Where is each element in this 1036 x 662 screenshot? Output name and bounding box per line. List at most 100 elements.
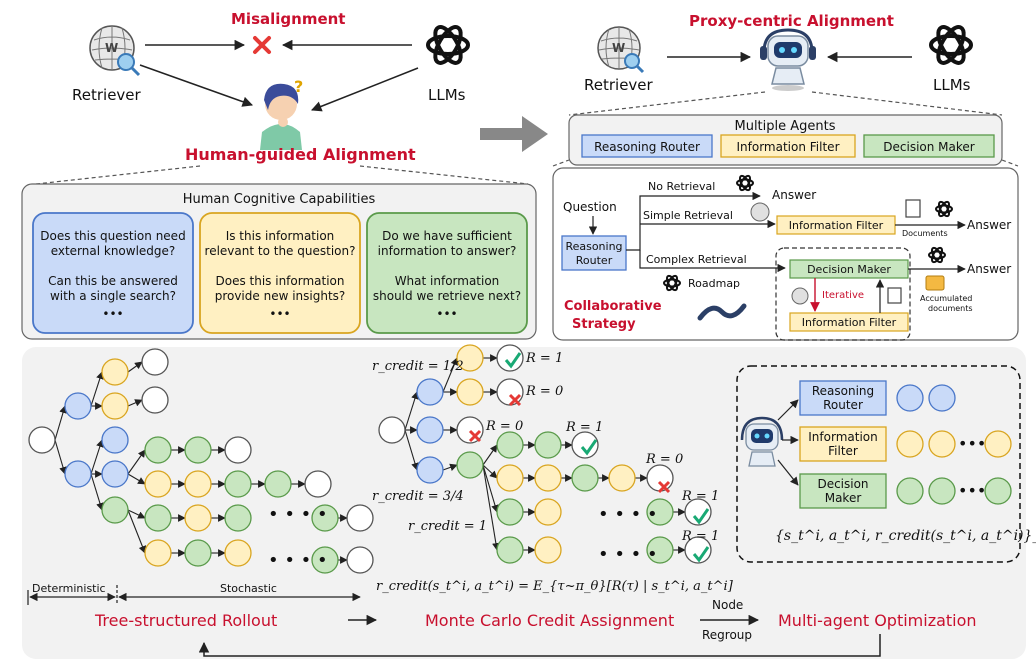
llms-label-2: LLMs: [933, 76, 971, 94]
tree-edge: [127, 509, 146, 519]
mc-nodes: [378, 344, 712, 564]
mc-node: [571, 464, 599, 492]
tree-edge: [482, 464, 498, 479]
tree-node: [311, 504, 339, 532]
tree-edge: [127, 473, 146, 485]
mc-edges: [404, 354, 686, 554]
thinking-person-icon: ?: [260, 77, 303, 150]
opt-filter-1: Information: [808, 430, 877, 444]
tree-edge: [482, 464, 500, 551]
tree-node: [101, 358, 129, 386]
decision-maker-label: Decision Maker: [807, 263, 891, 276]
cap-3-q2-a: What information: [395, 274, 500, 288]
openai-icon-small-2: [935, 200, 953, 218]
opt-circles: [896, 384, 1012, 505]
agent-information-filter: Information Filter: [737, 140, 840, 154]
document-icon-2: [887, 287, 902, 304]
credit-34: r_credit = 3/4: [372, 489, 464, 504]
tree-edge: [482, 464, 499, 513]
svg-text:W: W: [105, 41, 118, 55]
mc-node: [456, 451, 484, 479]
mc-node: [534, 498, 562, 526]
opt-node: [928, 430, 956, 458]
tree-node: [264, 470, 292, 498]
r-label-e: R = 0: [645, 452, 683, 467]
info-filter-2: Information Filter: [802, 316, 897, 329]
tree-ellipsis-2: • • • •: [268, 550, 328, 571]
robot-icon: [760, 28, 816, 91]
robot-icon-2: [740, 416, 784, 467]
credit-1: r_credit = 1: [408, 519, 487, 534]
mc-node: [534, 536, 562, 564]
stochastic-label: Stochastic: [220, 582, 277, 595]
mc-node: [456, 344, 484, 372]
transition-arrow: [480, 116, 548, 152]
tree-node: [224, 470, 252, 498]
check-icon: [692, 508, 710, 525]
mc-ellipsis-2: • • • •: [598, 544, 658, 565]
misalignment-label: Misalignment: [231, 10, 345, 28]
mc-node: [496, 536, 524, 564]
cap-3-q1-b: information to answer?: [378, 244, 517, 258]
tree-node: [184, 539, 212, 567]
tree-node: [304, 470, 332, 498]
globe-icon-small-2: [791, 287, 809, 305]
tree-node: [101, 392, 129, 420]
set-formula: {s_t^i, a_t^i, r_credit(s_t^i, a_t^i)}_{…: [775, 528, 1036, 544]
proxy-section: Proxy-centric Alignment W Retriever: [552, 12, 1019, 167]
opt-node: [984, 430, 1012, 458]
tree-ellipsis-1: • • • •: [268, 504, 328, 525]
accumulated-2: documents: [928, 304, 973, 313]
collaborative-strategy-panel: Question Reasoning Router No Retrieval A…: [552, 167, 1019, 341]
cap-2-q1-a: Is this information: [226, 229, 335, 243]
mc-node: [534, 464, 562, 492]
cross-icon: [253, 36, 271, 54]
answer-2: Answer: [967, 218, 1011, 232]
opt-node: [928, 384, 956, 412]
r-label-f: R = 1: [681, 489, 719, 504]
accumulated-1: Accumulated: [920, 294, 972, 303]
r-label-g: R = 1: [681, 529, 719, 544]
mc-node: [416, 416, 444, 444]
human-caps-title: Human Cognitive Capabilities: [183, 192, 376, 207]
opt-node: [896, 384, 924, 412]
mc-ellipsis-1: • • • •: [598, 504, 658, 525]
question-label: Question: [563, 200, 617, 214]
r-label-b: R = 0: [525, 384, 563, 399]
tree-edge: [404, 429, 419, 471]
svg-text:?: ?: [294, 77, 303, 96]
opt-ellipsis-2: •••: [958, 481, 986, 500]
opt-maker-1: Decision: [817, 477, 868, 491]
check-icon: [504, 352, 522, 369]
cap-1-q1-a: Does this question need: [40, 229, 185, 243]
mc-node: [378, 416, 406, 444]
opt-router-2: Router: [823, 398, 863, 412]
r-label-c: R = 0: [485, 419, 523, 434]
tree-node: [346, 546, 374, 574]
cap-1-q1-b: external knowledge?: [51, 244, 176, 258]
tree-title: Tree-structured Rollout: [94, 611, 277, 630]
feedback-loop: [198, 634, 881, 657]
tree-node: [184, 436, 212, 464]
mc-node: [496, 378, 524, 406]
tree-node: [224, 504, 252, 532]
opt-filter-2: Filter: [828, 444, 858, 458]
no-retrieval-label: No Retrieval: [648, 180, 715, 193]
openai-icon-2: [929, 25, 973, 65]
complex-retrieval-label: Complex Retrieval: [646, 253, 747, 266]
cap-2-q2-a: Does this information: [216, 274, 345, 288]
deterministic-label: Deterministic: [32, 582, 106, 595]
roadmap-icon: [697, 303, 747, 321]
info-filter-1: Information Filter: [789, 219, 884, 232]
cap-1-more: •••: [102, 307, 123, 321]
cap-box-blue: [32, 212, 194, 334]
cap-2-more: •••: [269, 307, 290, 321]
wikipedia-globe-icon-2: W: [597, 26, 645, 74]
opt-maker-2: Maker: [825, 491, 862, 505]
tree-nodes: [28, 348, 374, 574]
mc-node: [646, 498, 674, 526]
mc-node: [496, 431, 524, 459]
mc-node: [684, 536, 712, 564]
collab-label-1: Collaborative: [564, 299, 662, 314]
cap-box-green: [366, 212, 528, 334]
